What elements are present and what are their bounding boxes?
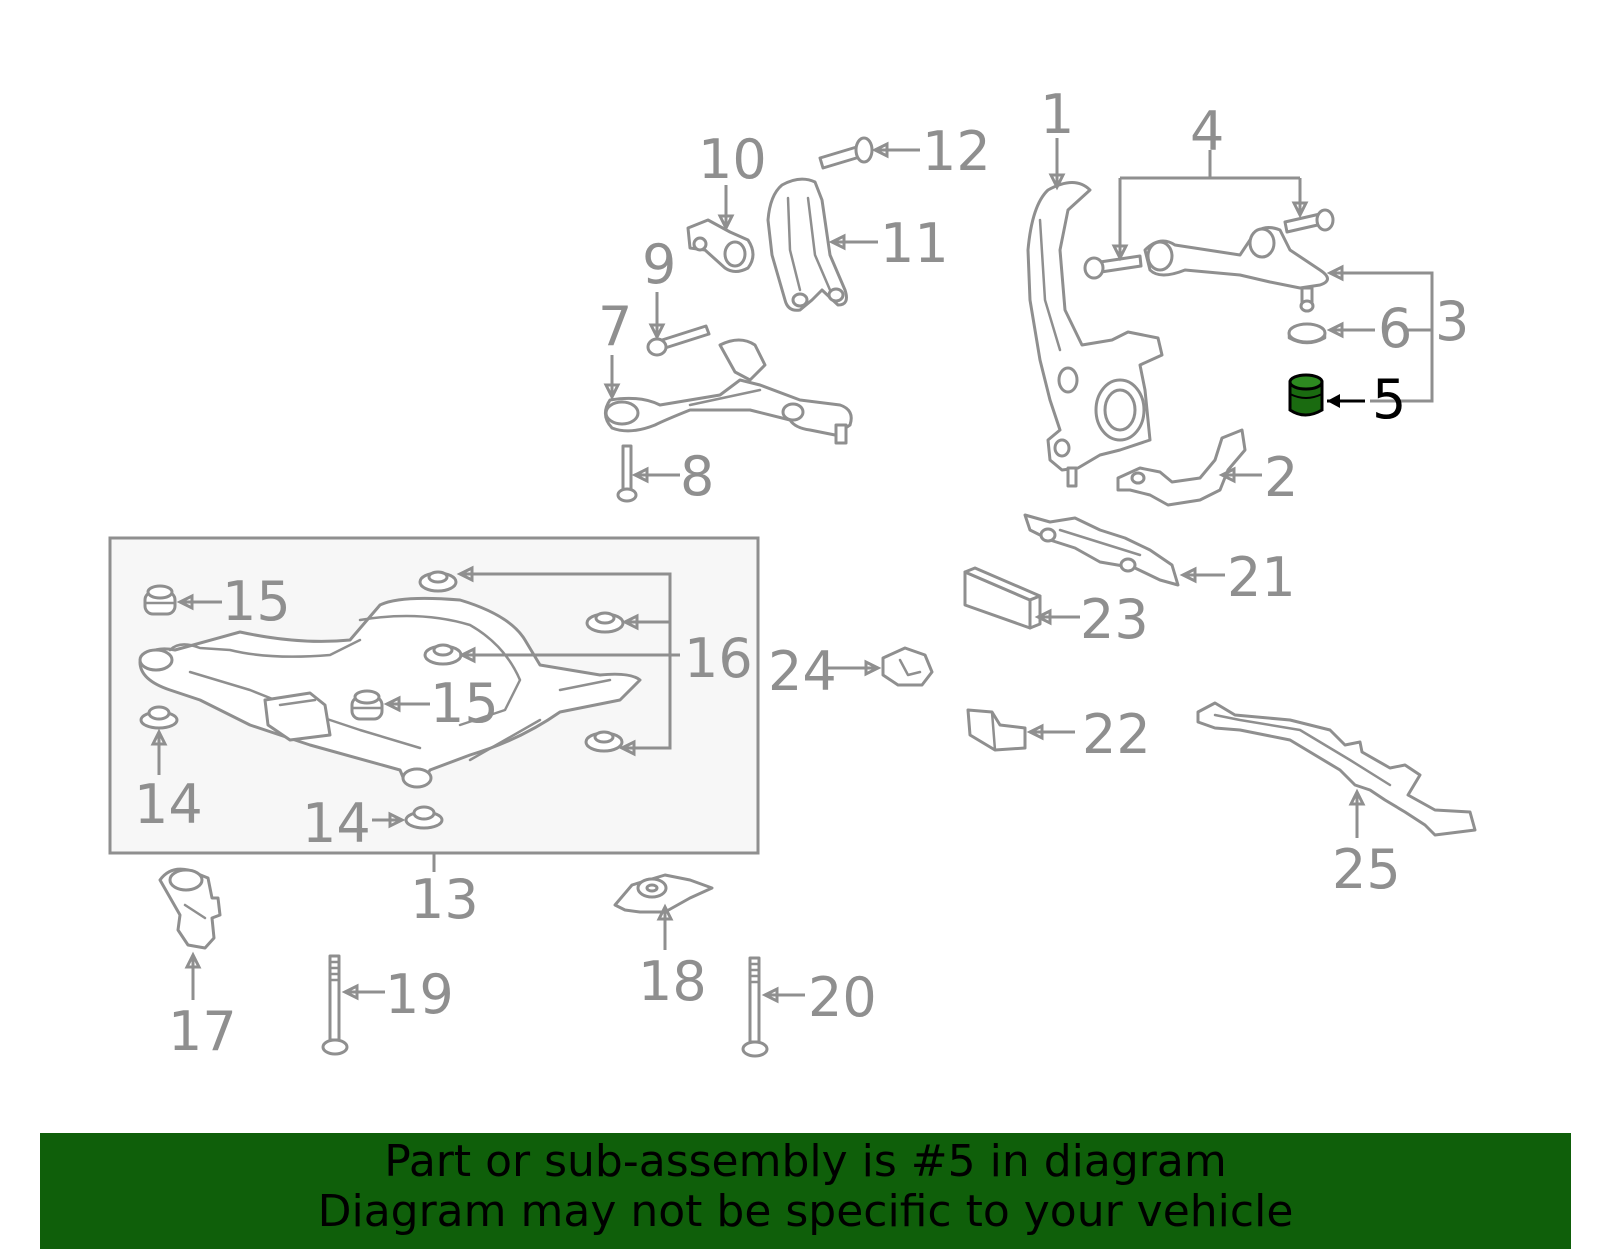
part-12-bolt[interactable]: [818, 136, 874, 170]
callout-14b: 14: [302, 792, 371, 855]
part-5-dust-boot[interactable]: [1288, 373, 1324, 417]
callout-15b: 15: [430, 672, 499, 735]
part-14-grommet[interactable]: [139, 705, 179, 730]
parts-diagram: 1 2 3 4 5 6 7 8 9 10 11 12 13 14 14 15 1…: [108, 83, 1477, 1063]
part-16-washer[interactable]: [423, 643, 463, 666]
callout-24: 24: [768, 640, 837, 703]
part-19-bolt[interactable]: [321, 954, 349, 1056]
callout-1: 1: [1040, 83, 1074, 146]
callout-18: 18: [638, 950, 707, 1013]
part-16-washer[interactable]: [418, 570, 458, 593]
part-11-arm[interactable]: [766, 177, 848, 312]
part-1-knuckle[interactable]: [1026, 181, 1164, 488]
callout-14a: 14: [134, 773, 203, 836]
part-25-splash-guard[interactable]: [1196, 701, 1477, 837]
part-22-guard[interactable]: [966, 708, 1027, 752]
callout-22: 22: [1082, 703, 1151, 766]
callout-21: 21: [1227, 546, 1296, 609]
callout-6: 6: [1378, 297, 1412, 360]
callout-9: 9: [642, 233, 676, 296]
part-18-mount[interactable]: [613, 873, 714, 914]
callout-23: 23: [1080, 588, 1149, 651]
callout-13: 13: [410, 868, 479, 931]
callout-4: 4: [1190, 100, 1224, 163]
part-15-bushing[interactable]: [143, 584, 177, 616]
part-14-grommet[interactable]: [404, 805, 444, 830]
banner-line-part: Part or sub-assembly is #5 in diagram: [384, 1136, 1227, 1187]
part-21-link[interactable]: [1023, 513, 1180, 587]
part-7-lower-control-arm[interactable]: [604, 338, 853, 445]
part-8-bolt[interactable]: [616, 444, 638, 503]
callout-12: 12: [922, 120, 991, 183]
callout-3: 3: [1435, 290, 1469, 353]
callout-11: 11: [880, 212, 949, 275]
part-2-bracket[interactable]: [1116, 428, 1247, 507]
part-4-bolt[interactable]: [1083, 254, 1143, 280]
part-15-bushing[interactable]: [350, 689, 384, 721]
part-3-upper-control-arm[interactable]: [1143, 226, 1329, 313]
part-16-washer[interactable]: [584, 730, 624, 753]
part-10-bushing[interactable]: [686, 218, 755, 273]
part-6-washer[interactable]: [1287, 322, 1327, 345]
callout-15a: 15: [222, 570, 291, 633]
callout-16: 16: [684, 627, 753, 690]
callout-19: 19: [385, 963, 454, 1026]
callout-7: 7: [598, 295, 632, 358]
part-9-bolt[interactable]: [646, 324, 711, 357]
callout-25: 25: [1332, 838, 1401, 901]
part-13-subframe[interactable]: [138, 596, 642, 789]
part-4-bolt[interactable]: [1283, 208, 1335, 234]
info-banner: Part or sub-assembly is #5 in diagram Di…: [40, 1133, 1571, 1249]
part-17-bracket[interactable]: [158, 867, 222, 950]
callout-17: 17: [168, 1000, 237, 1063]
callout-8: 8: [680, 445, 714, 508]
callout-5: 5: [1372, 368, 1406, 431]
part-16-washer[interactable]: [585, 611, 625, 634]
callout-20: 20: [808, 966, 877, 1029]
part-23-pad[interactable]: [963, 566, 1042, 630]
part-24-clip[interactable]: [881, 646, 934, 687]
banner-line-disclaimer: Diagram may not be specific to your vehi…: [317, 1186, 1294, 1237]
callout-2: 2: [1264, 446, 1298, 509]
callout-10: 10: [698, 128, 767, 191]
part-20-bolt[interactable]: [741, 956, 769, 1058]
